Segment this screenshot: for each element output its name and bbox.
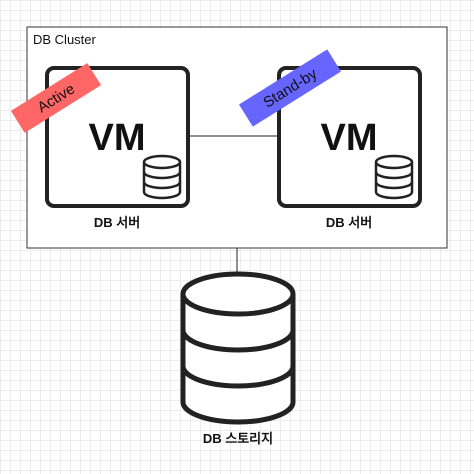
vm-label: VM	[321, 117, 378, 159]
vm-label: VM	[89, 117, 146, 159]
db-server-standby: VM DB 서버 Stand-by	[239, 49, 422, 230]
database-icon	[374, 154, 414, 200]
cluster-label: DB Cluster	[33, 32, 97, 47]
storage-label: DB 스토리지	[203, 431, 273, 446]
database-icon	[142, 154, 182, 200]
server-label: DB 서버	[94, 215, 140, 230]
database-storage-icon	[180, 271, 296, 425]
server-label: DB 서버	[326, 215, 372, 230]
